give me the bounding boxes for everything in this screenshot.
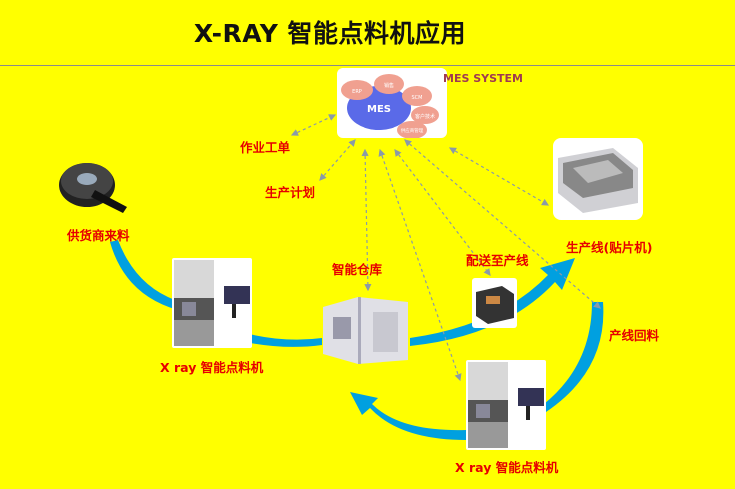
label-xray-counter-1: X ray 智能点料机 <box>160 360 264 375</box>
label-xray-counter-2: X ray 智能点料机 <box>455 460 559 475</box>
label-smart-warehouse: 智能仓库 <box>332 262 383 277</box>
mes-center-label: MES <box>367 104 391 115</box>
svg-text:供应商管理: 供应商管理 <box>401 127 424 134</box>
svg-text:客户技术: 客户技术 <box>415 113 435 120</box>
svg-text:销售: 销售 <box>384 82 394 89</box>
flow-line-to-xray2 <box>544 302 604 412</box>
label-deliver-to-line: 配送至产线 <box>466 253 529 268</box>
smart-warehouse-image <box>318 292 413 367</box>
page-title: X-RAY 智能点料机应用 <box>193 19 467 48</box>
label-line-return: 产线回料 <box>609 328 660 343</box>
label-production-plan: 生产计划 <box>265 185 316 200</box>
svg-text:SCM: SCM <box>412 95 423 101</box>
mes-system-image: MES ERP 销售 SCM 客户技术 供应商管理 <box>337 68 447 139</box>
label-work-order: 作业工单 <box>240 140 291 155</box>
label-supplier-material: 供货商来料 <box>67 228 130 243</box>
flow-xray2-to-warehouse <box>350 392 466 440</box>
mes-system-label: MES SYSTEM <box>443 72 523 85</box>
material-reel-image <box>55 145 130 215</box>
xray-counter-machine-image-2 <box>466 360 546 450</box>
mes-links <box>290 114 601 382</box>
xray-counter-machine-image-1 <box>172 258 252 348</box>
smt-production-line-image <box>553 138 643 220</box>
label-production-line: 生产线(贴片机) <box>566 240 653 255</box>
flow-supplier-to-xray <box>110 240 178 310</box>
svg-text:ERP: ERP <box>352 89 362 95</box>
flow-xray-to-warehouse <box>245 333 322 347</box>
title-divider <box>0 65 735 66</box>
feeder-cart-image <box>472 278 517 328</box>
